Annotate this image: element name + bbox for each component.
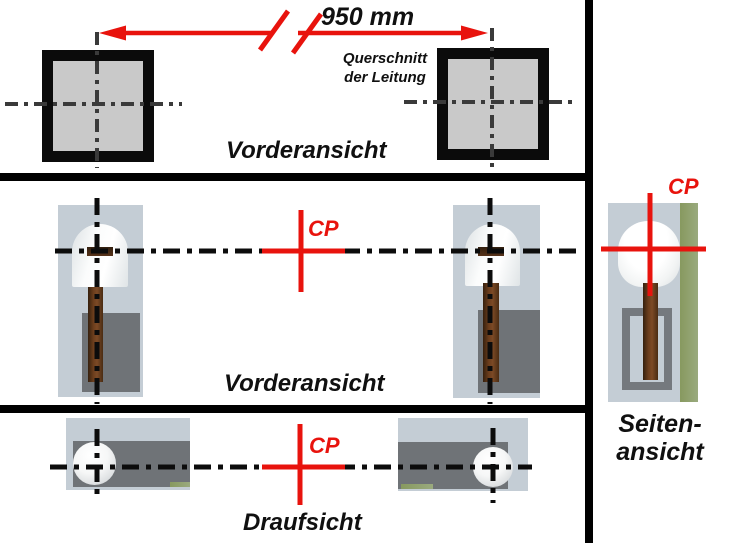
sensor-board-green [680,203,698,402]
sensor-photo-front-right [453,205,540,398]
front-view-label-middle: Vorderansicht [224,370,385,397]
cross-section-note: Querschnitt der Leitung [333,49,437,87]
sensor-board-green [170,482,190,487]
side-view-label-line2: ansicht [616,438,704,466]
top-view-label: Draufsicht [243,509,362,536]
sensor-dome-top [473,447,513,487]
front-view-label-top: Vorderansicht [226,137,387,164]
dimension-arrow-950mm [99,9,488,55]
sensor-rod [643,283,658,380]
divider-vertical [585,0,593,543]
sensor-dome-top [73,442,116,485]
break-mark [257,9,291,52]
sensor-photo-front-left [58,205,143,397]
side-view-label-line1: Seiten- [618,410,702,438]
cross-section-note-line1: Querschnitt [342,50,428,67]
arrowhead-right [461,25,488,41]
sensor-photo-top-right [398,418,528,491]
cross-section-note-line2: der Leitung [344,69,426,86]
cp-label-top-view: CP [309,433,340,458]
dimension-label: 950 mm [321,3,415,31]
side-view-label: Seiten- ansicht [604,410,716,466]
pipe-cross-section-right [437,48,549,160]
arrowhead-left [99,25,126,41]
sensor-rod [483,283,499,382]
sensor-photo-top-left [66,418,190,490]
sensor-rod [88,287,103,382]
sensor-tip [478,247,504,256]
sensor-tip [87,247,113,256]
sensor-dome [618,221,680,287]
cp-label-side-view: CP [668,174,699,199]
cp-label-front-view: CP [308,216,339,241]
sensor-photo-side [608,203,698,402]
divider-horizontal-bottom [0,405,592,413]
sensor-board-green [401,484,433,489]
divider-horizontal-top [0,173,592,181]
break-mark [290,12,324,55]
pipe-cross-section-left [42,50,154,162]
